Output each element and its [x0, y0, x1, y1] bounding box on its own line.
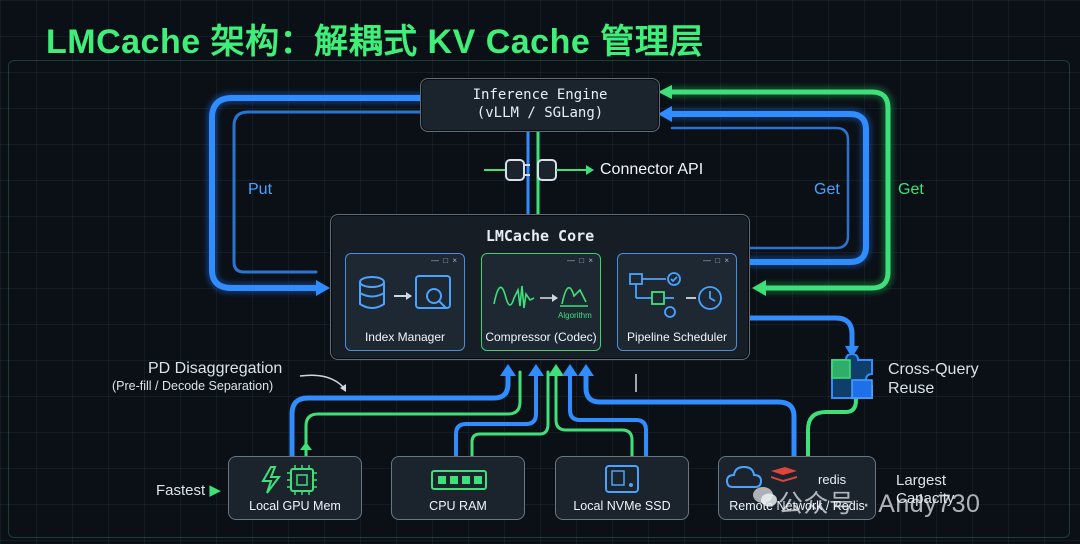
cpu-ram-label: CPU RAM	[429, 499, 487, 513]
plug-icon	[484, 159, 594, 181]
cpu-ram-store: CPU RAM	[391, 456, 525, 520]
waveform-icon: Algorithm	[493, 285, 592, 320]
largest-line1: Largest	[896, 472, 947, 489]
pd-disaggregation-subtitle: (Pre-fill / Decode Separation)	[112, 379, 274, 393]
workflow-clock-icon	[629, 272, 722, 318]
get-label-blue: Get	[814, 181, 840, 198]
compressor-module: — □ × Algorithm Compressor (Codec)	[481, 253, 601, 351]
put-wire	[206, 92, 426, 296]
fastest-text: Fastest	[156, 482, 206, 499]
redis-brand-label: redis	[818, 472, 847, 487]
cross-query-reuse-label: Cross-Query Reuse	[888, 360, 979, 398]
get-wire-blue	[658, 106, 872, 268]
cross-query-wire	[747, 315, 859, 458]
largest-capacity-label: Largest Capacity	[896, 472, 954, 508]
cross-query-line2: Reuse	[888, 380, 935, 397]
database-search-icon	[359, 275, 451, 309]
fastest-arrow-icon: ▶	[209, 482, 221, 499]
get-label-green: Get	[898, 181, 924, 198]
connector-api-label: Connector API	[600, 161, 704, 178]
engine-name: Inference Engine	[472, 87, 608, 103]
local-nvme-ssd-store: Local NVMe SSD	[555, 456, 689, 520]
storage-wires	[289, 364, 797, 459]
index-manager-module: — □ × Index Manager	[345, 253, 465, 351]
put-label: Put	[248, 181, 273, 198]
fastest-label: Fastest ▶	[156, 481, 221, 499]
inference-engine-box: Inference Engine (vLLM / SGLang)	[420, 78, 660, 132]
wechat-icon	[753, 487, 777, 507]
cloud-redis-icon	[725, 465, 797, 488]
pipeline-scheduler-label: Pipeline Scheduler	[626, 330, 728, 344]
algorithm-caption: Algorithm	[558, 311, 592, 320]
ssd-icon	[605, 465, 639, 493]
local-gpu-mem-label: Local GPU Mem	[249, 499, 341, 513]
watermark-text: 公众号 · Andy730	[778, 490, 981, 518]
get-wire-green	[658, 85, 894, 296]
gpu-chip-icon	[261, 465, 317, 495]
connector-wire	[526, 130, 540, 214]
ram-stick-icon	[431, 470, 487, 490]
cross-query-line1: Cross-Query	[888, 361, 979, 378]
lmcache-core-box: LMCache Core — □ × Index Manager — □ ×	[330, 214, 750, 360]
core-title: LMCache Core	[485, 227, 595, 245]
pd-disaggregation-title: PD Disaggregation	[148, 360, 283, 377]
index-manager-label: Index Manager	[364, 330, 446, 344]
pipeline-scheduler-module: — □ × Pipeline Scheduler	[617, 253, 737, 351]
local-nvme-ssd-label: Local NVMe SSD	[573, 499, 671, 513]
page-title: LMCache 架构：解耦式 KV Cache 管理层	[46, 23, 704, 61]
largest-line2: Capacity	[896, 490, 955, 507]
compressor-label: Compressor (Codec)	[485, 330, 597, 344]
engine-subtitle: (vLLM / SGLang)	[476, 105, 604, 121]
circuit-frame	[8, 60, 1070, 538]
remote-network-redis-store: Remote Network / Redis	[718, 456, 876, 520]
puzzle-icon	[831, 354, 873, 399]
local-gpu-mem-store: Local GPU Mem	[228, 456, 362, 520]
pd-pointer	[299, 374, 345, 389]
